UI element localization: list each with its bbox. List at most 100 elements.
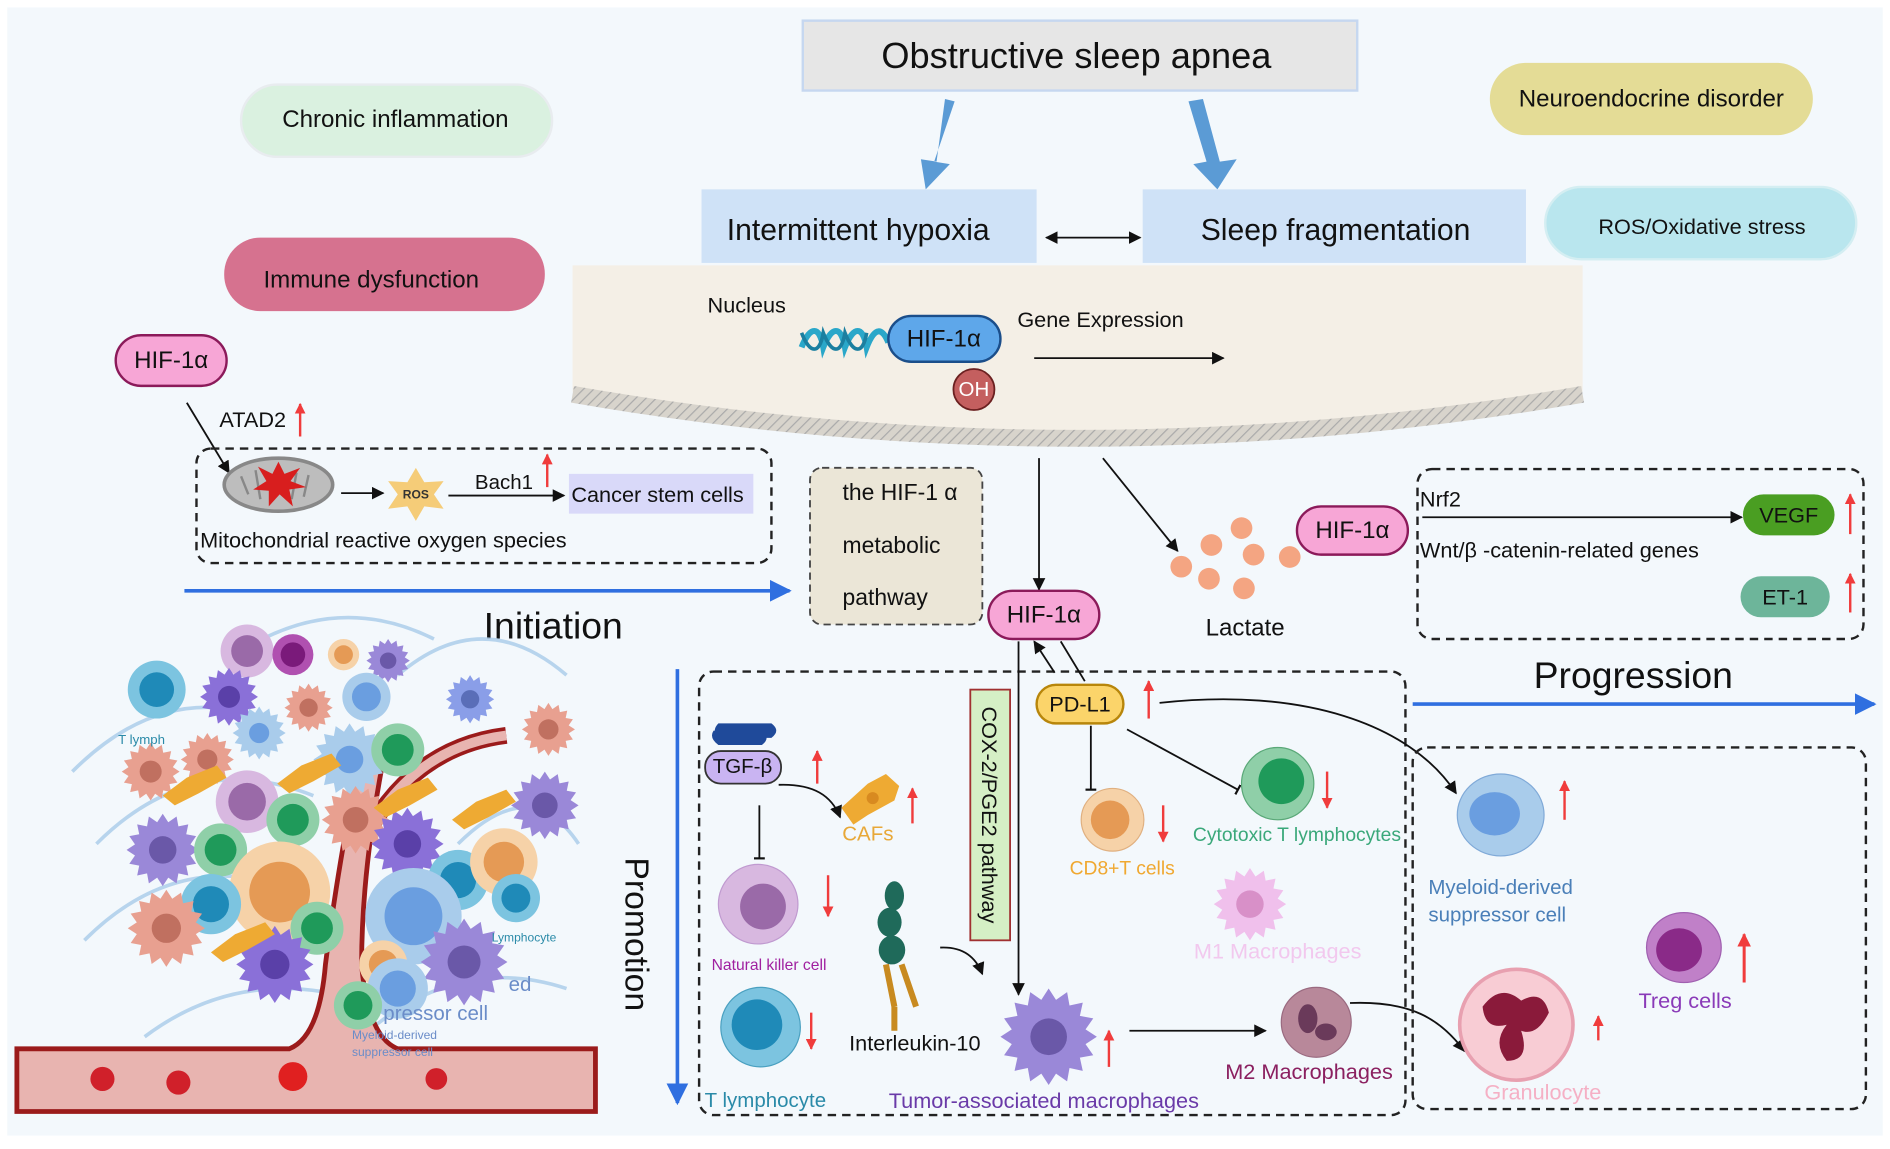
nk-cell-icon: [717, 863, 799, 945]
cell-nucleus: [538, 719, 559, 740]
pdl1-label: PD-L1: [1049, 692, 1110, 717]
metabolic-line1: the HIF-1 α: [843, 479, 958, 505]
t-lymphocyte-icon: [720, 986, 801, 1068]
cell-nucleus: [1030, 1018, 1067, 1056]
cafs-label: CAFs: [842, 823, 893, 846]
central-hif-pill: HIF-1α: [987, 589, 1101, 641]
lactate-label: Lactate: [1206, 615, 1285, 642]
mitochondrion-icon: [222, 456, 335, 514]
m2-to-granulocyte-arrow: [1349, 1001, 1466, 1053]
cox2-pathway-box: COX-2/PGE2 pathway: [969, 688, 1011, 942]
cd8-label: CD8+T cells: [1070, 859, 1175, 880]
promotion-box: [697, 670, 1407, 1117]
oh-group: OH: [952, 368, 996, 411]
treg-label: Treg cells: [1638, 988, 1731, 1013]
tumor-cell-icon: [272, 634, 314, 676]
intermittent-hypoxia-box: Intermittent hypoxia: [701, 189, 1037, 263]
progression-box: [1411, 746, 1868, 1111]
cell-nucleus: [249, 722, 270, 744]
neuroendocrine-oval: Neuroendocrine disorder: [1489, 62, 1813, 136]
tumor-label-t-lymph: T lymph: [118, 732, 165, 747]
vegf-pill: VEGF: [1742, 494, 1835, 536]
cell-nucleus: [299, 698, 318, 717]
osa-title: Obstructive sleep apnea: [881, 35, 1272, 76]
il10-label: Interleukin-10: [849, 1030, 980, 1055]
tumor-label-suppressor: suppressor cell: [352, 1045, 433, 1059]
cell-nucleus: [139, 672, 175, 707]
nucleus-region: [572, 265, 1583, 435]
hif-to-mito-arrow: [186, 402, 230, 474]
cell-nucleus: [228, 782, 266, 821]
right-hif-label: HIF-1α: [1315, 517, 1389, 544]
nrf2-label: Nrf2: [1420, 487, 1461, 512]
mito-ros-box: [195, 447, 773, 565]
tumor-cell-icon: [445, 675, 495, 724]
tumor-cell-icon: [321, 786, 390, 854]
tgfb-icon: TGF-β: [704, 723, 782, 785]
cell-nucleus: [139, 760, 162, 783]
tumor-cell-icon: [121, 742, 180, 801]
caf-cell-icon: [210, 922, 275, 963]
promotion-label: Promotion: [617, 857, 655, 1011]
right-hif-pill: HIF-1α: [1295, 505, 1410, 556]
tumor-label-myeloid: Myeloid-derived: [352, 1028, 437, 1042]
tumor-cell-icon: [371, 723, 425, 777]
ctl-label: Cytotoxic T lymphocytes: [1193, 825, 1401, 846]
gene-expression-label: Gene Expression: [1017, 307, 1183, 332]
tumor-label-lymphocyte: Lymphocyte: [492, 931, 557, 945]
oh-label: OH: [959, 378, 990, 401]
dna-helix-icon: [798, 326, 892, 359]
tumor-cell-icon: [127, 889, 205, 967]
tumor-label-ed: ed: [509, 973, 532, 996]
mdsc-label-line1: Myeloid-derived: [1428, 876, 1573, 899]
il10-to-tam-arrow: [940, 946, 985, 976]
tumor-microenvironment-illustration: T lymph Lymphocyte ed pressor cell Myelo…: [14, 615, 598, 1114]
tam-cell-icon: [1000, 988, 1097, 1085]
left-hif-pill: HIF-1α: [114, 334, 228, 388]
atad2-label: ATAD2: [219, 407, 286, 432]
t-lymphocyte-label: T lymphocyte: [705, 1089, 826, 1112]
tumor-cell-icon: [420, 918, 508, 1006]
tumor-cell-icon: [366, 638, 410, 683]
wnt-label: Wnt/β -catenin-related genes: [1420, 537, 1699, 562]
cell-nucleus: [501, 883, 531, 913]
caf-cell-icon: [277, 753, 342, 794]
caf-cell-icon: [162, 765, 227, 806]
et1-label: ET-1: [1762, 584, 1808, 609]
m2-label: M2 Macrophages: [1225, 1059, 1393, 1084]
granulocyte-cell-icon: [1457, 967, 1575, 1082]
tumor-cell-icon: [126, 813, 199, 887]
granulocyte-label: Granulocyte: [1484, 1080, 1601, 1105]
tumor-cell-icon: [215, 770, 279, 834]
neuroendocrine-label: Neuroendocrine disorder: [1519, 85, 1784, 112]
immune-dysfunction-oval: Immune dysfunction: [224, 237, 545, 312]
cell-nucleus: [249, 861, 311, 923]
cell-nucleus: [197, 749, 218, 770]
tumor-cell-icon: [342, 672, 391, 721]
pdl1-inhibits-ctl: [1126, 728, 1242, 795]
m1-label: M1 Macrophages: [1194, 939, 1362, 964]
intermittent-hypoxia-label: Intermittent hypoxia: [727, 214, 990, 247]
cell-nucleus: [280, 642, 306, 667]
tgfb-to-cafs-arrow: [778, 783, 842, 819]
osa-box: Obstructive sleep apnea: [801, 19, 1359, 92]
nuclear-membrane: [571, 385, 1585, 447]
cell-nucleus: [260, 949, 290, 980]
cell-nucleus: [483, 841, 525, 883]
cancer-stem-cells-box: Cancer stem cells: [568, 473, 754, 514]
metabolic-line2: metabolic: [843, 532, 941, 558]
nucleus-label: Nucleus: [708, 293, 787, 318]
mito-ros-label: Mitochondrial reactive oxygen species: [200, 528, 567, 553]
ros-oxidative-oval: ROS/Oxidative stress: [1544, 185, 1858, 261]
cell-nucleus: [342, 806, 369, 833]
tam-label: Tumor-associated macrophages: [889, 1088, 1199, 1113]
tumor-cell-icon: [521, 702, 575, 756]
metabolic-pathway-box: the HIF-1 α metabolic pathway: [809, 466, 984, 626]
central-hif-label: HIF-1α: [1007, 601, 1081, 628]
cell-nucleus: [393, 830, 422, 858]
cell-nucleus: [204, 834, 237, 866]
tumor-cell-icon: [367, 958, 428, 1019]
tumor-cell-icon: [327, 638, 360, 671]
nuclear-hif-label: HIF-1α: [907, 325, 981, 352]
initiation-label: Initiation: [484, 605, 623, 647]
